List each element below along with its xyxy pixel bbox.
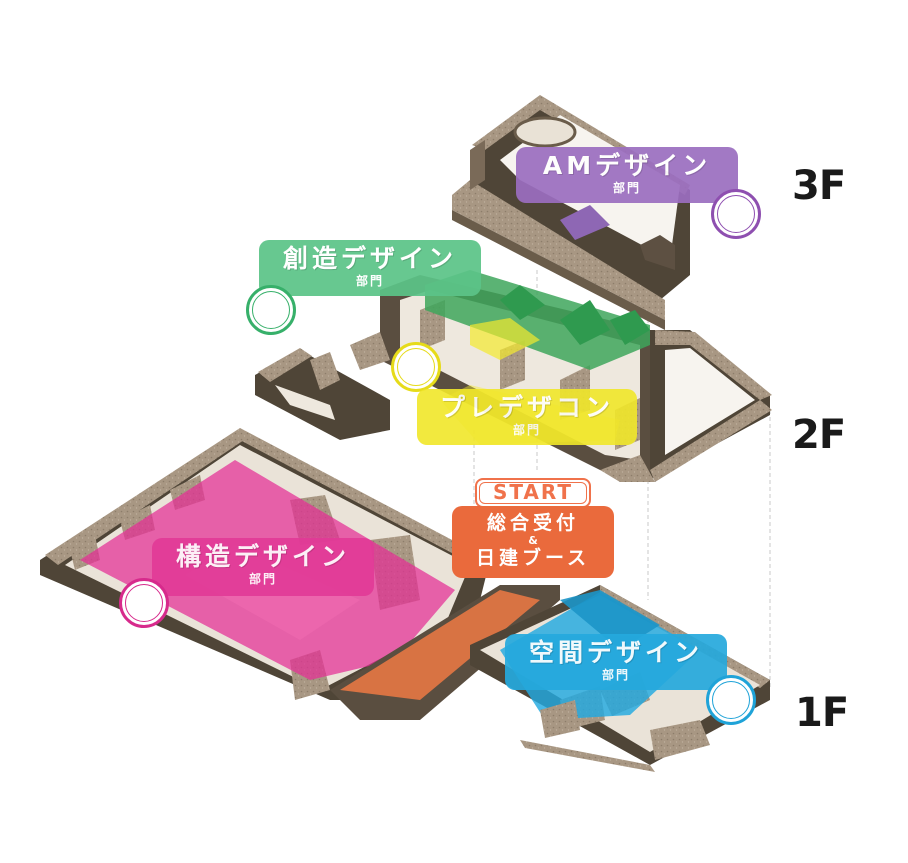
dept-kozo-label[interactable]: 構造デザイン 部門 [152,538,374,596]
dept-kozo-number-badge: 4 [119,578,169,628]
dept-pre-name: プレデザコン [439,393,614,422]
dept-sozo-number-badge: 2 [246,285,296,335]
dept-kozo-sub: 部門 [248,572,277,586]
dept-sozo-name: 創造デザイン [282,244,457,273]
dept-kukan-sub: 部門 [601,668,630,682]
dept-sozo-label[interactable]: 創造デザイン 部門 [259,240,481,296]
dept-kukan-label[interactable]: 空間デザイン 部門 [505,634,727,690]
floor-label-3f: 3F [792,163,846,209]
floor-label-1f: 1F [795,690,849,736]
floor-label-2f: 2F [792,412,846,458]
dept-pre-number-badge: 5 [391,342,441,392]
dept-pre-sub: 部門 [512,423,541,437]
dept-pre-label[interactable]: プレデザコン 部門 [417,389,637,445]
dept-kukan-number-badge: 3 [706,675,756,725]
dept-am-sub: 部門 [612,181,641,195]
dept-kukan-name: 空間デザイン [528,638,703,667]
dept-am-number-badge: 1 [711,189,761,239]
dept-sozo-sub: 部門 [355,274,384,288]
dept-am-label[interactable]: AMデザイン 部門 [516,147,738,203]
reception-label[interactable]: 総合受付 & 日建ブース [452,506,614,578]
dept-am-name: AMデザイン [542,151,712,180]
reception-line2: 日建ブース [475,547,591,569]
dept-kozo-name: 構造デザイン [175,542,350,571]
reception-line1: 総合受付 [486,512,579,534]
start-badge: START [475,478,591,508]
floor-2f-structure [255,270,772,482]
reception-amp: & [528,534,538,547]
